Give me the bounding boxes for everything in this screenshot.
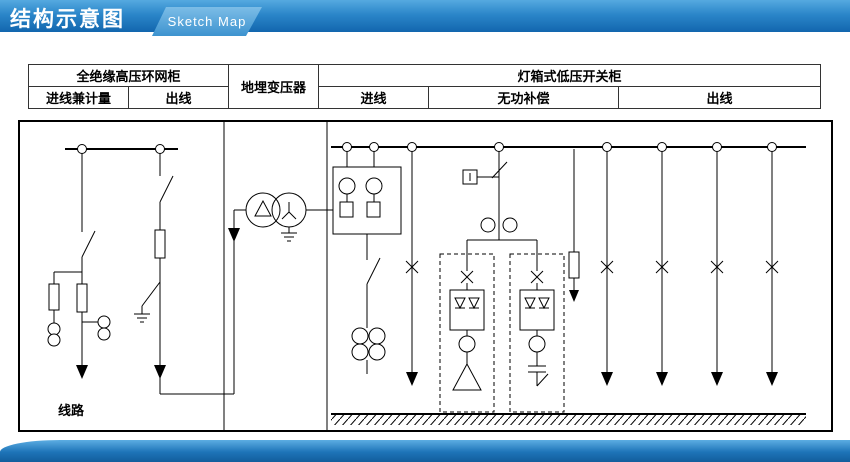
disconnect-switch-icon [159, 175, 174, 203]
scr-icon [454, 297, 466, 310]
lv-busbar [331, 142, 806, 152]
transformer-icon [245, 192, 307, 228]
lv-pt-tap [568, 149, 580, 302]
load-arrow-icon [154, 365, 166, 379]
header-subtitle-badge: Sketch Map [152, 7, 262, 36]
pt-winding-icon [47, 333, 61, 347]
contactor-icon [460, 270, 474, 284]
transformer-section [159, 192, 333, 395]
breaker-switch-icon [366, 257, 381, 285]
scr-icon [524, 297, 536, 310]
line-label: 线路 [58, 403, 85, 418]
cell-hv-incoming-metering: 进线兼计量 [28, 86, 129, 109]
hv-feeder-incoming-metering [47, 153, 111, 379]
pt-winding-icon [97, 315, 111, 329]
pt-winding-icon [47, 322, 61, 336]
lv-feeder [655, 151, 669, 386]
scr-icon [468, 297, 480, 310]
ct-icon [368, 343, 386, 361]
disconnect-switch-icon [81, 230, 96, 258]
cell-lv-cabinet: 灯箱式低压开关柜 [318, 64, 822, 87]
cell-hv-cabinet: 全绝缘高压环网柜 [27, 64, 230, 87]
page-title: 结构示意图 [10, 8, 125, 31]
earth-icon [281, 227, 297, 242]
load-arrow-icon [601, 372, 613, 386]
delta-capacitor-icon [452, 362, 482, 391]
earth-icon [134, 313, 150, 323]
page-subtitle: Sketch Map [167, 14, 247, 29]
ct-icon [458, 335, 476, 353]
ct-icon [528, 335, 546, 353]
ct-icon [502, 217, 518, 233]
load-arrow-icon [711, 372, 723, 386]
lv-capacitor-feeder [462, 151, 538, 271]
lv-feeder [600, 151, 614, 386]
load-arrow-icon [569, 290, 579, 302]
fuse-icon [154, 229, 166, 259]
thyristor-module [519, 289, 555, 331]
ct-icon [480, 217, 496, 233]
ct-icon [351, 327, 369, 345]
cell-lv-incoming: 进线 [318, 86, 430, 109]
footer-bar [0, 440, 850, 462]
hv-feeder-outgoing [134, 153, 174, 379]
lv-feeder [405, 151, 419, 386]
single-line-diagram-frame: 线路 [18, 120, 833, 432]
thyristor-module [449, 289, 485, 331]
ground-bar-icon [331, 413, 806, 425]
load-arrow-icon [406, 372, 418, 386]
cell-hv-outgoing: 出线 [127, 86, 230, 109]
meter-icon [366, 201, 381, 218]
load-arrow-icon [76, 365, 88, 379]
contactor-icon [530, 270, 544, 284]
lv-incoming-metering-unit [332, 151, 402, 374]
metering-compartment [332, 166, 402, 235]
cabinet-legend-table: 全绝缘高压环网柜 地埋变压器 灯箱式低压开关柜 进线兼计量 出线 进线 无功补偿… [27, 64, 822, 109]
pt-fuse-icon [48, 283, 60, 311]
fuse-switch-icon [491, 161, 508, 179]
load-arrow-icon [766, 372, 778, 386]
ct-icon [338, 177, 356, 195]
fuse-icon [76, 283, 88, 313]
ct-icon [365, 177, 383, 195]
cell-lv-outgoing: 出线 [618, 86, 822, 109]
capacitor-icon [528, 365, 549, 387]
lv-feeder [710, 151, 724, 386]
hv-busbar [65, 144, 178, 154]
flow-arrow-icon [228, 228, 240, 242]
lv-feeder [765, 151, 779, 386]
scr-icon [538, 297, 550, 310]
header-bar: 结构示意图 [0, 0, 850, 32]
cell-lv-reactive-compensation: 无功补偿 [428, 86, 620, 109]
ct-icon [351, 343, 369, 361]
pt-winding-icon [97, 327, 111, 341]
single-line-diagram: 线路 [47, 122, 806, 430]
capacitor-bank-1 [439, 253, 495, 413]
ct-icon [368, 327, 386, 345]
capacitor-bank-2 [509, 253, 565, 413]
fuse-icon [568, 251, 580, 279]
meter-icon [339, 201, 354, 218]
load-arrow-icon [656, 372, 668, 386]
cell-transformer: 地埋变压器 [228, 64, 320, 109]
